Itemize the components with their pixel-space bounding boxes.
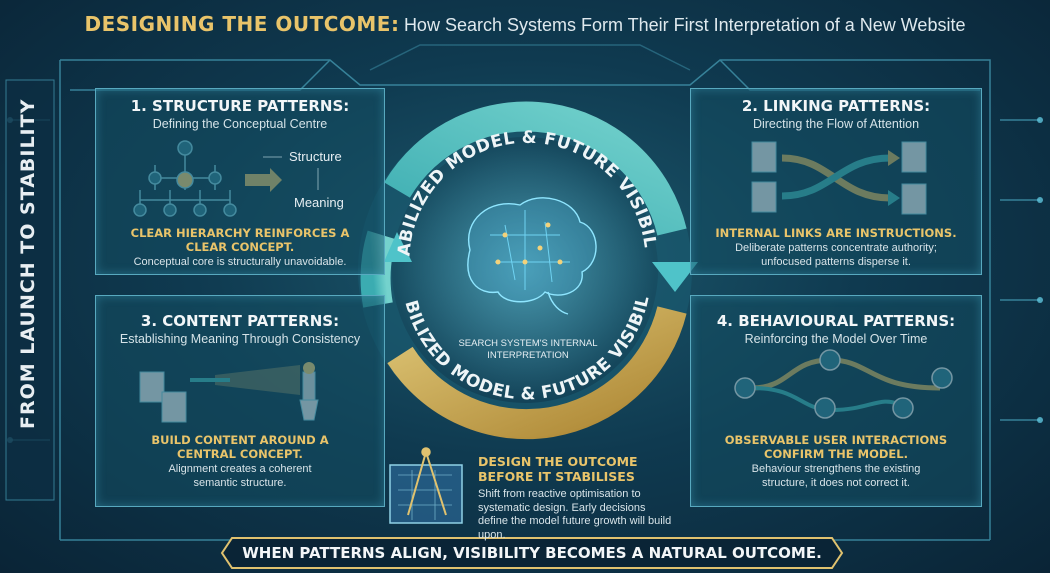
side-strip <box>5 79 55 501</box>
design-heading: DESIGN THE OUTCOME BEFORE IT STABILISES <box>478 454 638 484</box>
design-body: Shift from reactive optimisation to syst… <box>478 488 672 541</box>
panel-subtitle: Defining the Conceptual Centre <box>152 117 328 131</box>
core-label: SEARCH SYSTEM'S INTERNAL INTERPRETATION <box>458 338 598 361</box>
bottom-banner: WHEN PATTERNS ALIGN, VISIBILITY BECOMES … <box>242 544 822 562</box>
panel-subtitle: Establishing Meaning Through Consistency <box>119 332 361 346</box>
panel-body: Conceptual core is structurally unavoida… <box>133 256 347 268</box>
panel-linking-patterns: 2. LINKING PATTERNS: Directing the Flow … <box>690 88 982 275</box>
panel-body: Deliberate patterns concentrate authorit… <box>735 242 937 268</box>
panel-subtitle: Directing the Flow of Attention <box>752 117 920 131</box>
panel-heading: INTERNAL LINKS ARE INSTRUCTIONS. <box>715 226 957 240</box>
panel-heading: OBSERVABLE USER INTERACTIONS CONFIRM THE… <box>724 433 948 461</box>
panel-title: 2. LINKING PATTERNS: <box>741 97 931 115</box>
panel-title: 4. BEHAVIOURAL PATTERNS: <box>716 312 956 330</box>
panel-subtitle: Reinforcing the Model Over Time <box>744 332 928 346</box>
structure-label: Structure <box>289 149 342 164</box>
side-label: FROM LAUNCH TO STABILITY <box>17 98 39 429</box>
panel-title: 3. CONTENT PATTERNS: <box>140 312 340 330</box>
panel-heading: BUILD CONTENT AROUND A CENTRAL CONCEPT. <box>151 433 329 461</box>
panel-body: Behaviour strengthens the existing struc… <box>751 463 921 489</box>
brain-nodes <box>495 222 563 265</box>
panel-content-patterns: 3. CONTENT PATTERNS: Establishing Meanin… <box>95 295 385 507</box>
blueprint-compass-icon <box>389 447 463 524</box>
panel-heading: CLEAR HIERARCHY REINFORCES A CLEAR CONCE… <box>130 226 350 254</box>
title-highlight: DESIGNING THE OUTCOME: <box>84 12 400 36</box>
panel-body: Alignment creates a coherent semantic st… <box>168 463 312 489</box>
panel-title: 1. STRUCTURE PATTERNS: <box>130 97 350 115</box>
banner-frame <box>220 537 844 569</box>
page-title: DESIGNING THE OUTCOME: How Search System… <box>0 12 1050 36</box>
panel-structure-patterns: 1. STRUCTURE PATTERNS: Defining the Conc… <box>95 88 385 275</box>
panel-behavioural-patterns: 4. BEHAVIOURAL PATTERNS: Reinforcing the… <box>690 295 982 507</box>
meaning-label: Meaning <box>294 195 344 210</box>
brain-icon <box>467 197 597 315</box>
title-rest: How Search Systems Form Their First Inte… <box>403 15 966 35</box>
